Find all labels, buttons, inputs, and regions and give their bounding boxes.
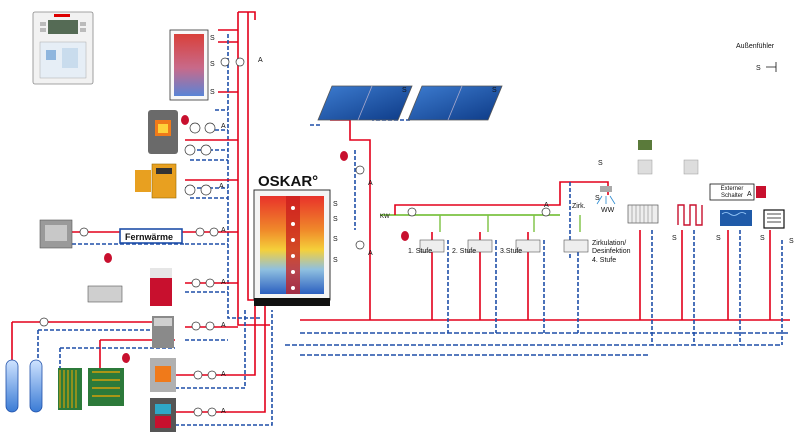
svg-text:Externer: Externer [721,186,744,192]
stage1-label: 1. Stufe [408,248,432,255]
svg-text:A: A [221,123,226,130]
stage4-label-2: Desinfektion [592,248,631,255]
svg-text:S: S [333,257,338,264]
pump-group [39,57,551,417]
svg-text:A: A [221,279,226,286]
svg-text:A: A [544,202,549,209]
stage2-label: 2. Stufe [452,248,476,255]
room-sensors [637,140,699,175]
heat-pump-air [87,268,172,306]
svg-text:S: S [672,235,677,242]
svg-text:S: S [598,160,603,167]
actuator-labels: A A A A A A A A A A A [219,57,549,415]
ww-label: WW [601,207,615,214]
pipe-network [11,11,790,426]
svg-text:S: S [492,87,497,94]
solar-collector-2: S [407,85,503,121]
svg-text:A: A [221,371,226,378]
sensor-label: S [210,61,215,68]
zirk-label: Zirk. [572,203,586,210]
svg-text:A: A [221,227,226,234]
svg-text:S: S [595,195,600,202]
stage4-label-1: Zirkulation/ [592,240,626,247]
svg-text:A: A [368,180,373,187]
svg-text:A: A [221,408,226,415]
sensor-label: S [210,35,215,42]
radiator [627,204,659,224]
oskar-storage: OSKAR° S S S S [253,173,338,306]
sensor-markers: S S S S S S [595,160,794,245]
svg-text:S: S [756,65,761,72]
svg-text:A: A [747,191,752,198]
stage4-label-3: 4. Stufe [592,257,616,264]
svg-text:A: A [221,322,226,329]
wood-stove [148,110,178,154]
floor-heating [677,204,703,226]
svg-text:S: S [333,216,338,223]
svg-text:A: A [219,183,224,190]
external-switch: Externer Schalter A [709,183,766,201]
controller-unit [32,11,94,85]
stage3-label: 3.Stufe [500,248,522,255]
svg-text:S: S [333,201,338,208]
pellet-boiler [135,163,177,199]
svg-text:S: S [716,235,721,242]
outdoor-sensor: Außenfühler S [736,43,777,72]
buffer-tank-top: S S S [169,29,215,101]
ground-probes [5,359,124,413]
svg-text:A: A [368,250,373,257]
svg-text:S: S [402,87,407,94]
gas-boiler [150,358,176,392]
pool [720,210,752,226]
expansion-vessels [104,115,409,363]
air-heater [763,209,785,229]
solar-collector-1: S [317,85,413,121]
sensor-label: S [210,89,215,96]
svg-text:S: S [760,235,765,242]
dhw-stages: 1. Stufe 2. Stufe 3.Stufe Zirkulation/ D… [380,186,631,264]
svg-text:Schalter: Schalter [721,193,743,199]
page-title: OSKAR° [258,173,318,190]
kw-label: KW [380,214,390,220]
oil-boiler [150,398,176,432]
svg-text:Fernwärme: Fernwärme [125,232,173,242]
district-heat-station [39,219,73,249]
fernwaerme-label: Fernwärme [119,228,183,244]
brine-heat-pump [152,316,174,348]
svg-text:S: S [789,238,794,245]
outdoor-sensor-label: Außenfühler [736,43,775,50]
svg-text:A: A [258,57,263,64]
svg-text:S: S [333,236,338,243]
